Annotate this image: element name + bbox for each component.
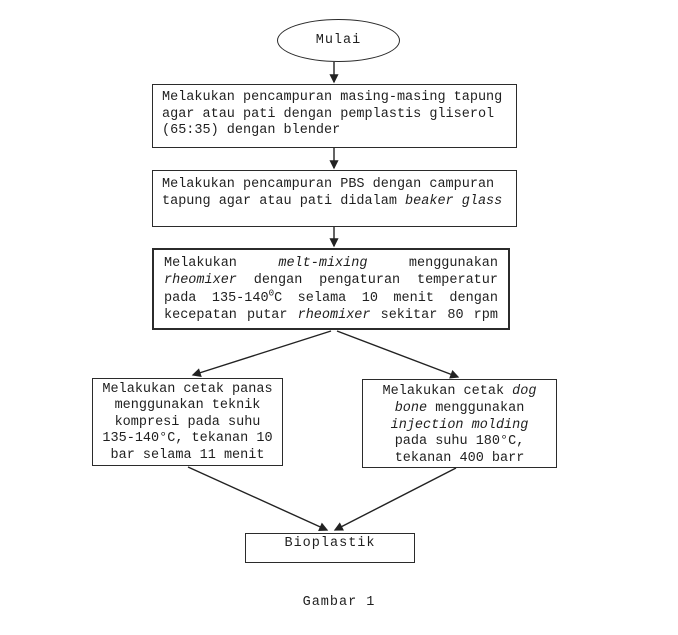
connector-right-to-end — [333, 467, 457, 531]
connector-box3-to-left — [191, 330, 332, 377]
process-text-line: 135-140°C, tekanan 10 — [102, 431, 273, 447]
start-label: Mulai — [315, 33, 362, 48]
connector-box3-to-right — [336, 330, 460, 379]
process-text-line: bone menggunakan — [394, 400, 525, 416]
process-text-line: (65:35) dengan blender — [162, 123, 341, 138]
process-text-line: pada 135-1400C selama 10 menit dengan — [164, 287, 499, 306]
process-text-line: Melakukan pencampuran masing-masing tapu… — [162, 90, 503, 105]
process-text-line: Melakukan pencampuran PBS dengan campura… — [162, 177, 495, 192]
process-mixing-pbs: Melakukan pencampuran PBS dengan campura… — [152, 170, 517, 227]
process-injection-molding: Melakukan cetak dog bone menggunakan inj… — [362, 379, 557, 468]
process-text-line: kompresi pada suhu — [114, 414, 261, 430]
process-text-line: tekanan 400 barr — [394, 451, 525, 467]
process-text-line: pada suhu 180°C, — [394, 434, 525, 450]
start-terminator: Mulai — [277, 19, 400, 62]
end-label: Bioplastik — [284, 536, 376, 551]
process-text-line: injection molding — [390, 417, 529, 433]
process-hot-press: Melakukan cetak panas menggunakan teknik… — [92, 378, 283, 466]
process-text-line: menggunakan teknik — [114, 398, 261, 414]
process-text-line: bar selama 11 menit — [110, 447, 265, 463]
end-terminator: Bioplastik — [245, 533, 415, 563]
process-text-line: Melakukan cetak dog — [382, 384, 537, 399]
process-text-line: Melakukan melt-mixing menggunakan — [164, 256, 499, 271]
process-text-line: kecepatan putar rheomixer sekitar 80 rpm — [164, 308, 498, 324]
process-text-line: tapung agar atau pati didalam beaker gla… — [162, 193, 503, 209]
figure-caption: Gambar 1 — [302, 595, 376, 610]
process-text-line: Melakukan cetak panas — [102, 382, 273, 397]
process-text-line: agar atau pati dengan pemplastis glisero… — [162, 106, 495, 122]
process-melt-mixing: Melakukan melt-mixing menggunakan rheomi… — [152, 248, 510, 330]
process-text-line: rheomixer dengan pengaturan temperatur — [164, 273, 498, 289]
process-mixing-glycerol: Melakukan pencampuran masing-masing tapu… — [152, 84, 517, 148]
connector-left-to-end — [187, 466, 329, 531]
